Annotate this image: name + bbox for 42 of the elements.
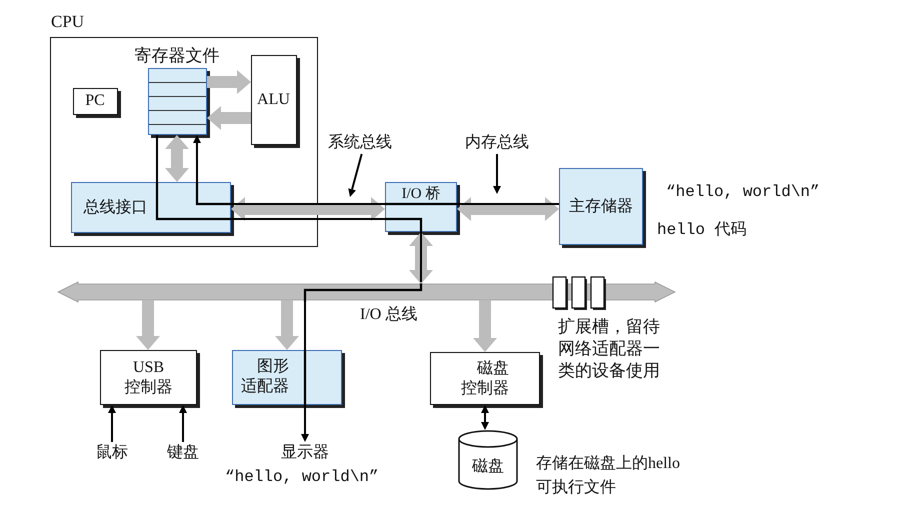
annotation: “hello, world\n” (666, 183, 820, 201)
leader-line (493, 154, 501, 194)
annotation: I/O 总线 (360, 304, 418, 325)
arrow (108, 405, 116, 442)
annotation: hello 代码 (657, 220, 747, 240)
heading: 寄存器文件 (134, 44, 220, 66)
leader-line (348, 154, 363, 197)
controller-box (430, 352, 540, 405)
bus-arrow (136, 300, 160, 350)
bus-arrow (164, 135, 189, 182)
box-label: ALU (257, 90, 290, 110)
bus-arrow (231, 197, 385, 222)
text-label: 显示器 (281, 443, 329, 463)
bus-arrow (473, 300, 497, 352)
note: 扩展槽，留待网络适配器一类的设备使用 (558, 316, 661, 382)
bus-arrow (408, 232, 433, 284)
box-label: PC (85, 91, 105, 111)
annotation: “hello, world\n” (225, 468, 379, 486)
bus-arrow (207, 70, 251, 94)
arrow (481, 405, 489, 430)
bus-arrow (275, 300, 299, 350)
text-label: 鼠标 (96, 443, 128, 463)
bus-arrow (207, 106, 251, 130)
box-label: 主存储器 (569, 196, 633, 216)
text-label: 内存总线 (465, 133, 529, 153)
bus-arrow (457, 196, 559, 221)
arrow (301, 405, 309, 442)
arrow (192, 135, 201, 182)
arrow (179, 405, 187, 442)
box-label: 磁盘控制器 (461, 358, 509, 398)
box-label: USB 控制器 (124, 358, 174, 398)
bridge-box (385, 182, 457, 232)
controller-box (100, 350, 197, 405)
annotation: 存储在磁盘上的hello可执行文件 (536, 454, 681, 498)
box-label: I/O 桥 (400, 185, 442, 204)
adapter-box (232, 350, 342, 405)
text-label: 磁盘 (472, 457, 504, 477)
text-label: 系统总线 (328, 133, 392, 153)
heading: CPU (51, 12, 84, 32)
text-label: 键盘 (167, 443, 199, 463)
box-label: 总线接口 (84, 198, 148, 218)
box-label: 图形适配器 (241, 357, 289, 397)
